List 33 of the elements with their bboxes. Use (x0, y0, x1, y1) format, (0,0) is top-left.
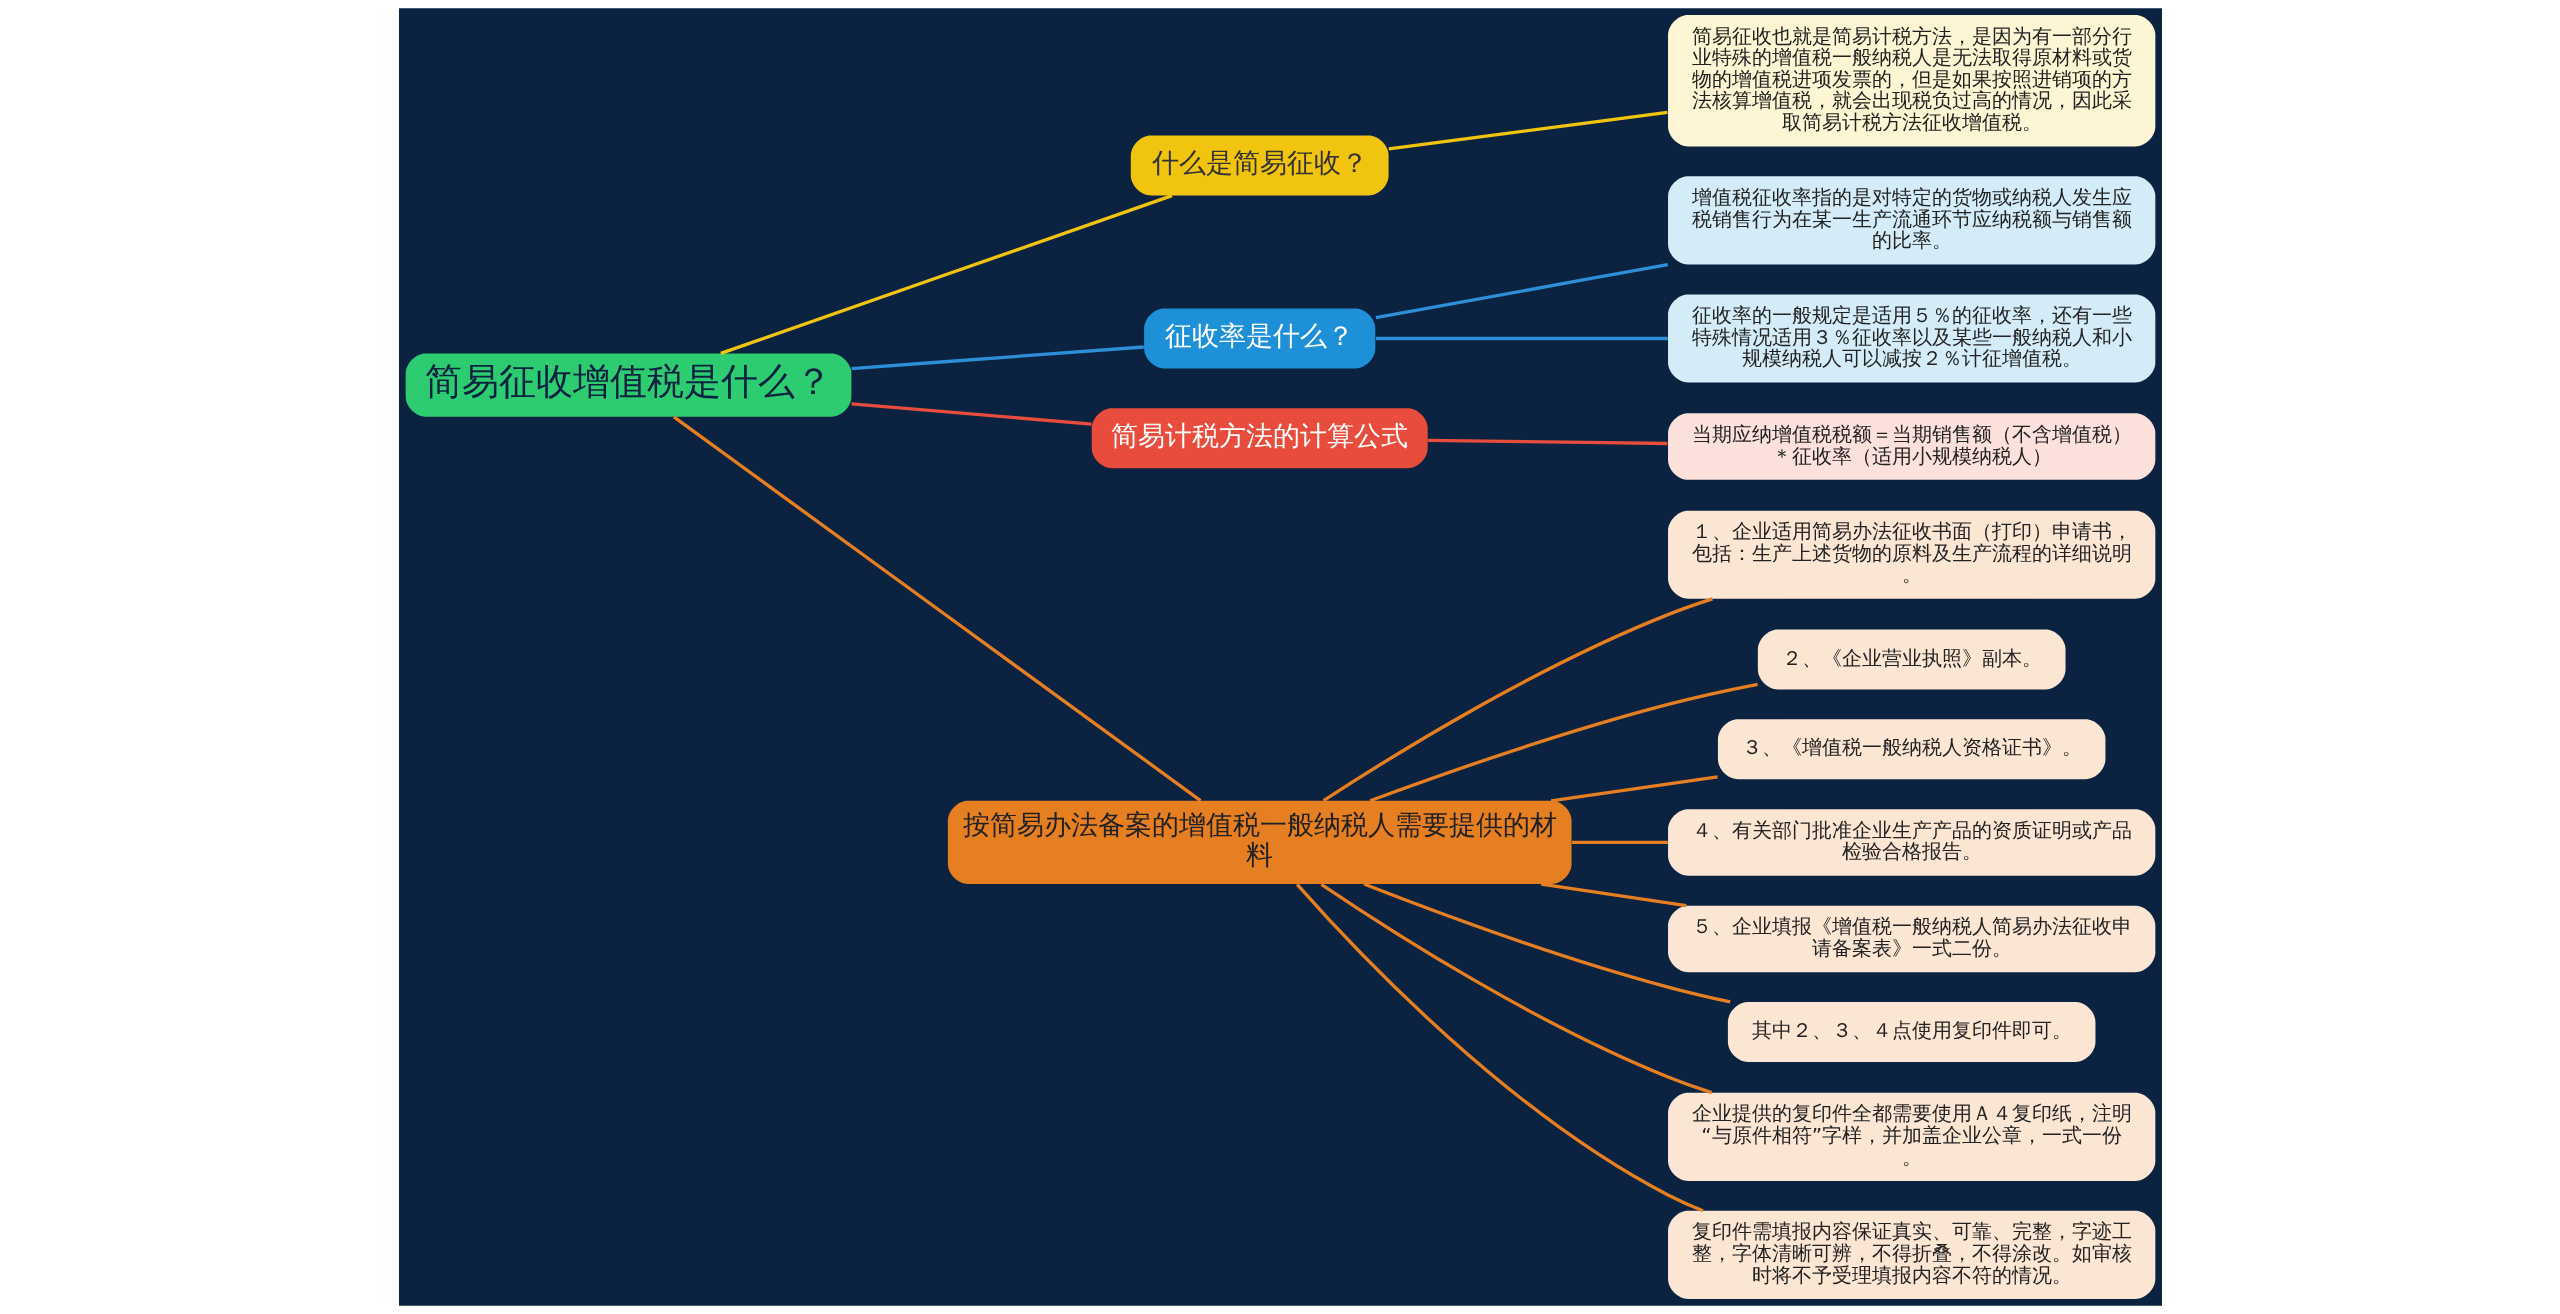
node-box: １、企业适用简易办法征收书面（打印）申请书，包括：生产上述货物的原料及生产流程的详细说明。 (1667, 510, 2155, 599)
connector (1295, 883, 1704, 1213)
node-box: 增值税征收率指的是对特定的货物或纳税人发生应税销售行为在某一生产流通环节应纳税额与销售额的比率。 (1667, 176, 2155, 265)
connector (672, 415, 1201, 802)
node-box: 当期应纳增值税税额＝当期销售额（不含增值税）＊征收率（适用小规模纳税人） (1667, 413, 2155, 480)
connector (1571, 840, 1668, 845)
node-box: 简易计税方法的计算公式 (1091, 408, 1428, 469)
connector (1375, 336, 1668, 341)
connector (719, 194, 1173, 355)
node-box: 其中２、３、４点使用复印件即可。 (1727, 1002, 2095, 1062)
node-box: 征收率是什么？ (1143, 308, 1375, 369)
connector (1540, 882, 1687, 908)
node-box: 复印件需填报内容保证真实、可靠、完整，字迹工整，字体清晰可辨，不得折叠，不得涂改。如审核时将不予受理填报内容不符的情况。 (1667, 1210, 2155, 1299)
connector (1427, 438, 1667, 446)
node-box: 征收率的一般规定是适用５％的征收率，还有一些特殊情况适用３％征收率以及某些一般纳税人和小规模纳税人可以减按２％计征增值税。 (1667, 294, 2155, 383)
connector (1322, 597, 1713, 802)
node-box: 简易征收也就是简易计税方法，是因为有一部分行业特殊的增值税一般纳税人是无法取得原材料或货物的增值税进项发票的，但是如果按照进销项的方法核算增值税，就会出现税负过高的情况，因此采取简易计税方法征收增值税。 (1667, 15, 2155, 147)
node-box: 按简易办法备案的增值税一般纳税人需要提供的材料 (947, 800, 1572, 885)
node-box: 企业提供的复印件全都需要使用Ａ４复印纸，注明“与原件相符”字样，并加盖企业公章，一式一份。 (1667, 1092, 2155, 1181)
connector (1369, 682, 1758, 803)
connector (1319, 882, 1712, 1095)
node-box: ２、《企业营业执照》副本。 (1757, 629, 2066, 690)
node-box: ５、企业填报《增值税一般纳税人简易办法征收申请备案表》一式二份。 (1667, 905, 2155, 973)
node-box: 简易征收增值税是什么？ (405, 353, 851, 417)
connector (1362, 882, 1731, 1004)
connector (1388, 110, 1668, 151)
connector (1550, 775, 1718, 803)
node-box: 什么是简易征收？ (1130, 135, 1389, 196)
node-box: ４、有关部门批准企业生产产品的资质证明或产品检验合格报告。 (1667, 809, 2155, 876)
connector (850, 345, 1144, 371)
connector (1375, 262, 1668, 320)
node-box: ３、《增值税一般纳税人资格证书》。 (1717, 719, 2105, 780)
connector (850, 402, 1092, 426)
